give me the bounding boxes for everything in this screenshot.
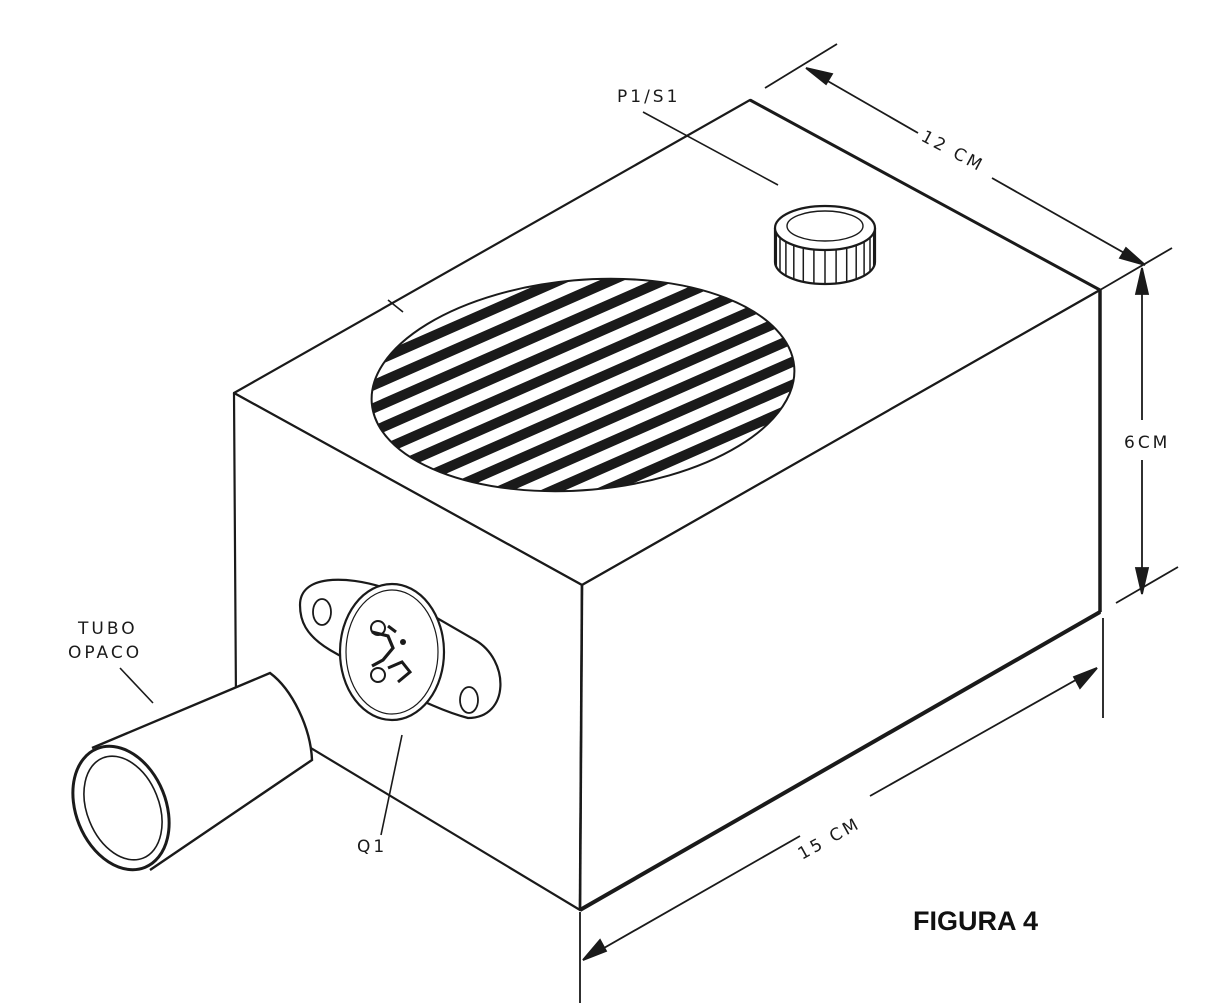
dimension-width xyxy=(764,43,1173,291)
dimension-length xyxy=(579,618,1104,1003)
dimension-height xyxy=(1115,267,1179,604)
leader-lines xyxy=(119,111,779,836)
label-width-dimension: 12 CM xyxy=(918,127,988,177)
grille-slot xyxy=(362,340,804,509)
opaque-tube xyxy=(71,671,314,872)
grille-slot xyxy=(362,261,804,430)
grille-slot xyxy=(362,317,804,509)
label-p1-s1: P1/S1 xyxy=(617,87,680,107)
label-tube-line1: TUBO xyxy=(77,619,138,639)
label-q1: Q1 xyxy=(357,837,387,857)
label-tube-line2: OPACO xyxy=(68,643,142,663)
grille-slot xyxy=(362,261,804,453)
potentiometer-knob xyxy=(773,204,877,286)
transistor-pins xyxy=(370,620,413,684)
label-length-dimension: 15 CM xyxy=(795,814,865,865)
enclosure-box xyxy=(232,98,1102,912)
label-height-dimension: 6CM xyxy=(1124,433,1170,453)
transistor-q1 xyxy=(298,578,502,722)
figure-title: FIGURA 4 xyxy=(913,906,1038,936)
grille-slot xyxy=(362,294,804,509)
grille-slot xyxy=(362,261,804,476)
